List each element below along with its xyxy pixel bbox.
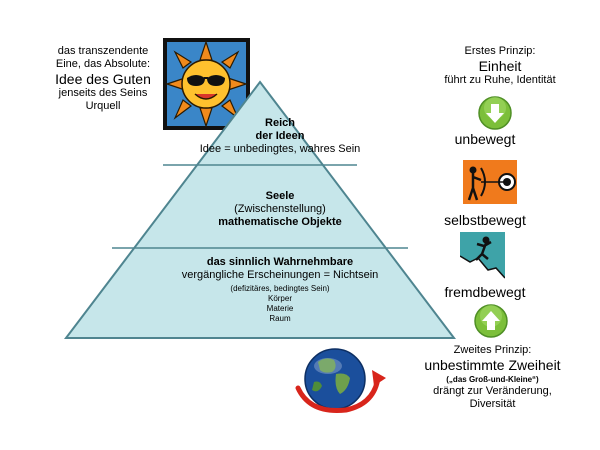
up-arrow-icon: [474, 304, 508, 338]
left-line-3: Idee des Guten: [55, 71, 151, 87]
pyramid-middle-level: Seele (Zwischenstellung) mathematische O…: [180, 190, 380, 229]
first-principle-title: Erstes Prinzip:: [464, 45, 536, 57]
label-unmoved: unbewegt: [454, 131, 516, 147]
pyramid-top-level: Reich der Ideen Idee = unbedingtes, wahr…: [190, 117, 370, 156]
pyramid-body: [63, 80, 457, 339]
second-principle-desc-1: drängt zur Veränderung,: [433, 385, 552, 397]
pyramid-middle-line-1: Seele: [265, 190, 295, 202]
second-principle-desc-2: Diversität: [469, 398, 516, 410]
left-line-2: Eine, das Absolute:: [55, 58, 151, 70]
pyramid-bottom-level: das sinnlich Wahrnehmbare vergängliche E…: [160, 256, 400, 324]
pyramid-bottom-line-4: Körper: [267, 294, 292, 303]
pyramid-top-line-3: Idee = unbedingtes, wahres Sein: [199, 143, 361, 155]
pyramid-middle-line-3: mathematische Objekte: [218, 216, 342, 228]
pyramid-bottom-line-2: vergängliche Erscheinungen = Nichtsein: [181, 269, 379, 281]
left-line-5: Urquell: [85, 100, 121, 112]
first-principle-desc: führt zu Ruhe, Identität: [444, 74, 556, 86]
left-line-1: das transzendente: [57, 45, 149, 57]
first-principle-name: Einheit: [478, 58, 522, 74]
down-arrow-icon: [478, 96, 512, 130]
pyramid-bottom-line-6: Raum: [269, 314, 291, 323]
left-text-block: das transzendente Eine, das Absolute: Id…: [38, 45, 168, 113]
pyramid-bottom-line-1: das sinnlich Wahrnehmbare: [206, 256, 354, 268]
pyramid-bottom-line-5: Materie: [266, 304, 294, 313]
archer-icon: [463, 160, 517, 204]
globe-icon: [295, 348, 386, 414]
pyramid-top-line-2: der Ideen: [255, 130, 305, 142]
first-principle-block: Erstes Prinzip: Einheit führt zu Ruhe, I…: [420, 45, 580, 87]
second-principle-name: unbestimmte Zweiheit: [424, 357, 561, 373]
left-line-4: jenseits des Seins: [58, 87, 148, 99]
pyramid-top-line-1: Reich: [265, 117, 295, 129]
pyramid-bottom-line-3: (defizitäres, bedingtes Sein): [230, 284, 330, 293]
label-selfmoved: selbstbewegt: [444, 212, 526, 228]
label-othermoved: fremdbewegt: [444, 284, 526, 300]
falling-man-icon: [460, 232, 505, 280]
second-principle-block: Zweites Prinzip: unbestimmte Zweiheit („…: [405, 344, 580, 411]
pyramid-middle-line-2: (Zwischenstellung): [234, 203, 326, 215]
second-principle-subtitle: („das Groß-und-Kleine“): [446, 375, 539, 384]
second-principle-title: Zweites Prinzip:: [453, 344, 532, 356]
pyramid-diagram: [63, 80, 457, 339]
